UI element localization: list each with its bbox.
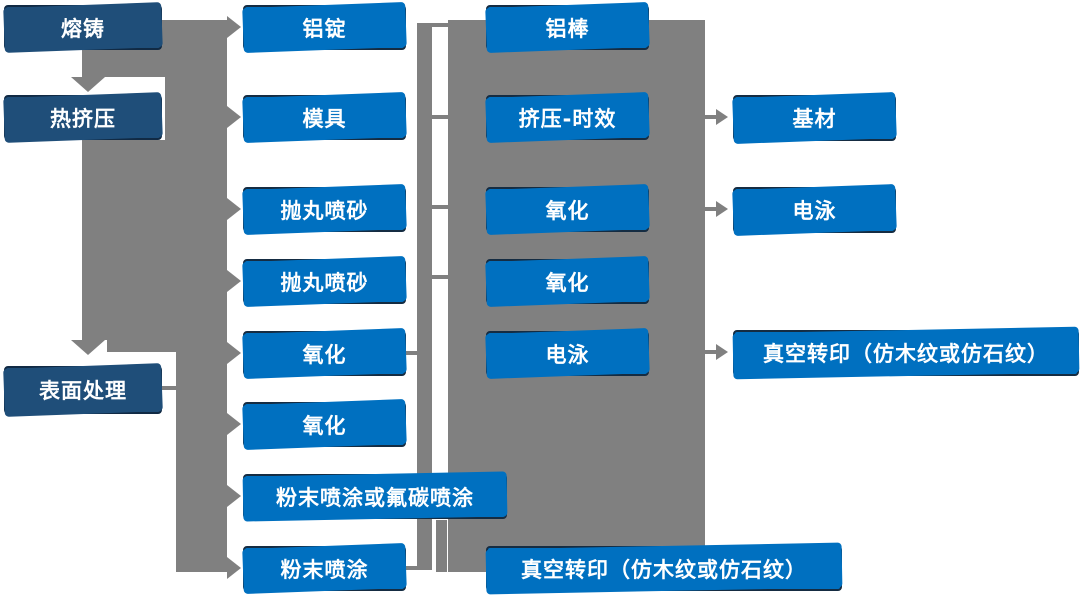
connector-strip-tick-row3 [432,205,448,209]
connector-middle-strip [417,23,432,570]
node-vacuum-transfer-print-bottom: 真空转印（仿木纹或仿石纹） [486,546,842,591]
arrow-right-to-vacuum-transfer-icon [716,344,728,360]
arrow-right-to-oxidation-1-icon [227,342,241,364]
arrow-down-to-surface-treatment-icon [71,340,105,355]
connector-left-trunk-lower [176,352,227,572]
connector-left-trunk-mid [82,140,176,340]
node-aluminum-ingot: 铝锭 [243,5,406,50]
arrow-right-to-oxidation-2-icon [227,413,241,435]
connector-surface-treatment-tick [162,386,178,390]
connector-strip-lower-branch [436,520,447,572]
connector-line-to-electrophoresis [705,207,717,211]
arrow-right-to-mold-icon [227,106,241,128]
connector-strip-tick-row4 [432,275,448,279]
connector-middle-strip-top-tick [417,23,448,27]
node-shot-blast-sandblast-1: 抛丸喷砂 [243,187,406,232]
connector-line-to-base-material [705,115,717,119]
arrow-right-to-powder-fluorocarbon-icon [227,485,241,507]
node-vacuum-transfer-print-right: 真空转印（仿木纹或仿石纹） [733,330,1079,376]
arrow-right-to-powder-coating-icon [227,557,241,579]
node-mold: 模具 [243,95,406,140]
node-oxidation-a2: 氧化 [243,402,406,447]
arrow-down-to-hot-extrusion-icon [71,77,105,92]
connector-oxidation-to-strip-tick [406,351,417,355]
node-base-material: 基材 [733,95,896,141]
arrow-right-to-base-material-icon [716,109,728,125]
node-shot-blast-sandblast-2: 抛丸喷砂 [243,259,406,304]
connector-line-to-vacuum-transfer [705,350,717,354]
node-hot-extrusion: 热挤压 [4,95,162,140]
connector-strip-tick-row2 [432,115,448,119]
node-powder-or-fluorocarbon-coating: 粉末喷涂或氟碳喷涂 [243,474,507,519]
node-electrophoresis-mid: 电泳 [486,331,649,376]
arrow-right-to-shot-blast-1-icon [227,198,241,220]
node-melt-casting: 熔铸 [4,5,162,50]
node-electrophoresis-right: 电泳 [733,187,896,233]
arrow-right-to-electrophoresis-icon [716,201,728,217]
node-oxidation-b1: 氧化 [486,187,649,232]
node-extrusion-aging: 挤压-时效 [486,95,649,140]
arrow-right-to-shot-blast-2-icon [227,270,241,292]
node-aluminum-rod: 铝棒 [486,5,649,50]
node-oxidation-a1: 氧化 [243,331,406,376]
node-surface-treatment: 表面处理 [4,366,162,414]
arrow-right-to-aluminum-ingot-icon [227,16,241,38]
node-oxidation-b2: 氧化 [486,259,649,304]
node-powder-coating: 粉末喷涂 [243,546,406,591]
connector-powder-to-strip-tick [406,566,417,570]
connector-left-trunk-shoulder [107,340,227,352]
